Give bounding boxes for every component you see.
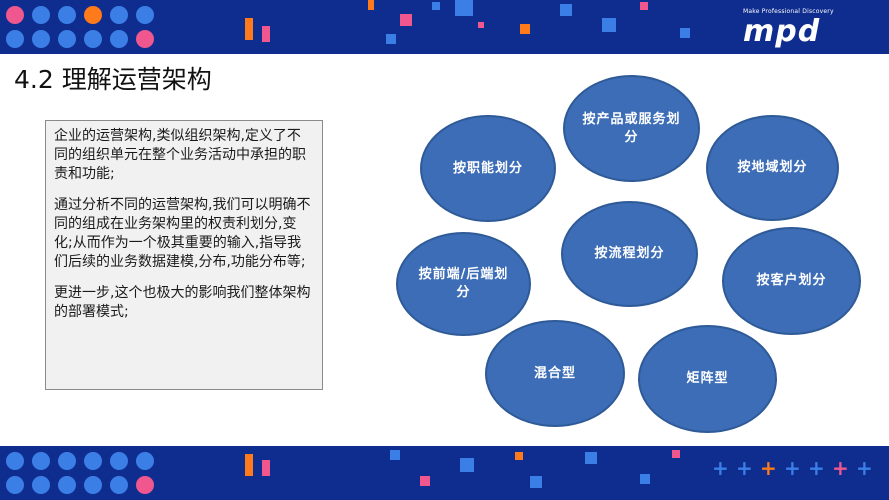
- node-by-process: 按流程划分: [561, 201, 698, 307]
- decor-plus: +: [736, 456, 753, 480]
- decor-dot: [110, 452, 128, 470]
- decor-bar: [262, 460, 270, 476]
- description-paragraph: 更进一步,这个也极大的影响我们整体架构的部署模式;: [54, 285, 311, 320]
- decor-square: [530, 476, 542, 488]
- decor-dot: [84, 476, 102, 494]
- decor-dot: [6, 30, 24, 48]
- decor-dot: [136, 6, 154, 24]
- decor-square: [560, 4, 572, 16]
- decor-bar: [262, 26, 270, 42]
- node-by-function: 按职能划分: [420, 115, 556, 222]
- decor-square: [672, 450, 680, 458]
- decor-square: [680, 28, 690, 38]
- decor-dot: [136, 452, 154, 470]
- decor-plus: +: [808, 456, 825, 480]
- decor-square: [460, 458, 474, 472]
- description-textbox: 企业的运营架构,类似组织架构,定义了不同的组织单元在整个业务活动中承担的职责和功…: [45, 120, 323, 390]
- decor-dot: [84, 6, 102, 24]
- decor-dot: [84, 452, 102, 470]
- logo-wordmark: mpd: [743, 14, 821, 49]
- decor-dot: [58, 6, 76, 24]
- decor-plus: +: [784, 456, 801, 480]
- decor-dot: [58, 452, 76, 470]
- decor-dot: [84, 30, 102, 48]
- decor-dot: [110, 30, 128, 48]
- node-by-customer: 按客户划分: [722, 227, 861, 335]
- node-by-region: 按地域划分: [706, 115, 839, 221]
- decor-square: [432, 2, 440, 10]
- decor-dot: [136, 476, 154, 494]
- decor-plus: +: [712, 456, 729, 480]
- node-hybrid: 混合型: [485, 320, 625, 427]
- node-by-product-service: 按产品或服务划分: [563, 75, 700, 182]
- decor-dot: [110, 6, 128, 24]
- decor-dot: [32, 476, 50, 494]
- decor-square: [390, 450, 400, 460]
- decor-dot: [6, 452, 24, 470]
- decor-dot: [136, 30, 154, 48]
- decor-dot: [58, 476, 76, 494]
- decor-dot: [32, 30, 50, 48]
- mpd-logo: Make Professional Discovery mpd: [743, 8, 863, 49]
- decor-square: [400, 14, 412, 26]
- decor-square: [455, 0, 473, 16]
- decor-plus: +: [760, 456, 777, 480]
- decor-square: [640, 2, 648, 10]
- top-banner: Make Professional Discovery mpd: [0, 0, 889, 54]
- decor-square: [520, 24, 530, 34]
- decor-square: [386, 34, 396, 44]
- decor-dot: [32, 6, 50, 24]
- description-paragraph: 企业的运营架构,类似组织架构,定义了不同的组织单元在整个业务活动中承担的职责和功…: [54, 128, 306, 182]
- node-matrix: 矩阵型: [638, 325, 777, 433]
- node-front-back-end: 按前端/后端划分: [396, 232, 531, 336]
- decor-plus: +: [856, 456, 873, 480]
- decor-bar: [368, 0, 374, 10]
- decor-square: [515, 452, 523, 460]
- decor-bar: [245, 18, 253, 40]
- slide-title: 4.2 理解运营架构: [14, 65, 212, 94]
- decor-dot: [110, 476, 128, 494]
- decor-dot: [58, 30, 76, 48]
- decor-bar: [245, 454, 253, 476]
- decor-square: [420, 476, 430, 486]
- decor-square: [478, 22, 484, 28]
- logo-tagline: Make Professional Discovery: [743, 8, 834, 15]
- decor-dot: [6, 6, 24, 24]
- decor-dot: [32, 452, 50, 470]
- description-paragraph: 通过分析不同的运营架构,我们可以明确不同的组成在业务架构里的权责利划分,变化;从…: [54, 197, 311, 270]
- decor-square: [640, 474, 650, 484]
- bottom-banner: + + + + + + +: [0, 446, 889, 500]
- decor-dot: [6, 476, 24, 494]
- decor-square: [585, 452, 597, 464]
- decor-plus: +: [832, 456, 849, 480]
- decor-square: [602, 18, 616, 32]
